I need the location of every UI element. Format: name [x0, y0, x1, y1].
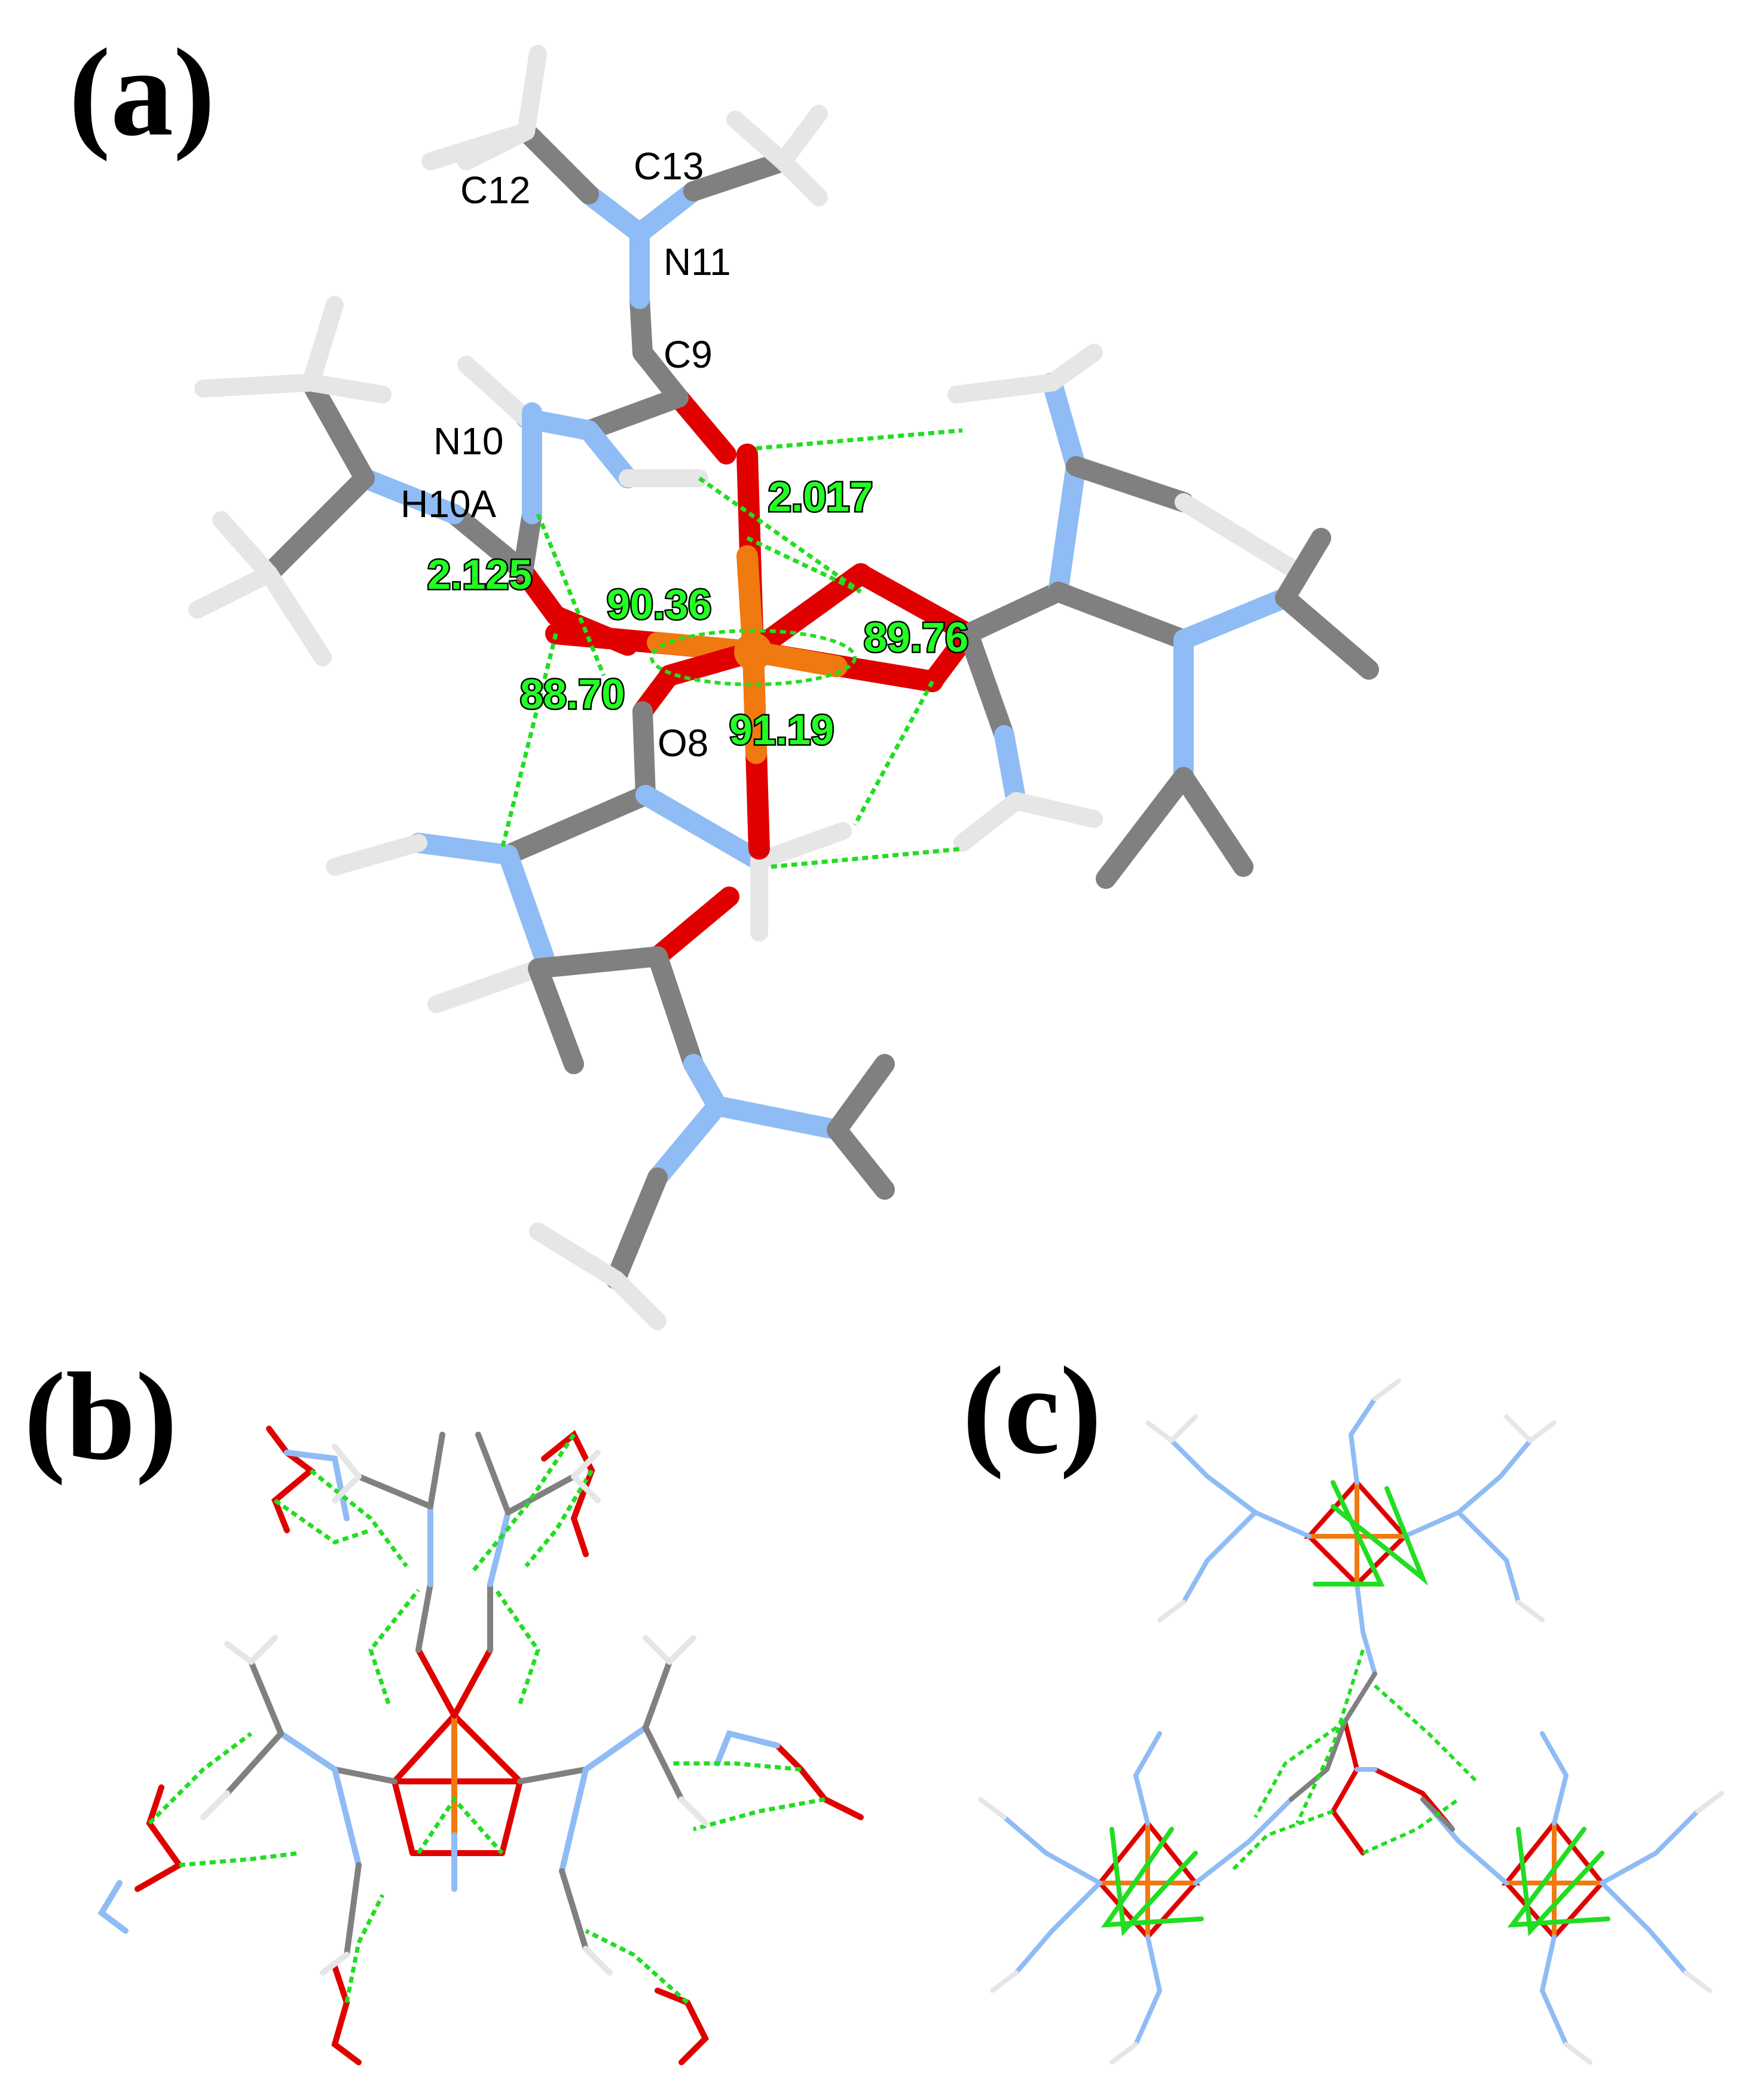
bond-length-label: 2.125	[427, 551, 532, 598]
complex-top	[1169, 1396, 1533, 1676]
ligand-top	[421, 45, 828, 488]
panel-c-label: (c)	[962, 1341, 1102, 1480]
complex-right	[1420, 1731, 1700, 2047]
atom-label-c12: C12	[460, 169, 530, 212]
bond-length-label: 2.017	[768, 473, 873, 520]
panel-c: (c)	[962, 1341, 1724, 2065]
atom-label-h10a: H10A	[401, 482, 496, 525]
bond-angle-label: 89.76	[864, 614, 968, 661]
atom-label-n10: N10	[433, 420, 503, 463]
panel-b: (b)	[24, 1347, 864, 2065]
panel-b-network	[97, 1426, 864, 2065]
ligand-bottom	[326, 665, 895, 1330]
panel-c-network	[978, 1378, 1724, 2065]
nitrate-bridge	[1289, 1671, 1455, 1855]
bond-angle-label: 91.19	[729, 707, 834, 753]
hydrogen-bonds-a	[500, 428, 963, 869]
panel-a-label: (a)	[69, 23, 215, 162]
atom-label-o8: O8	[658, 722, 708, 765]
complex-left	[1002, 1731, 1294, 2047]
bond-angle-label: 90.36	[607, 581, 711, 628]
panel-a: (a)	[69, 23, 1379, 1330]
bond-angle-label: 88.70	[520, 671, 625, 717]
ligand-right	[851, 344, 1379, 889]
panel-b-label: (b)	[24, 1347, 178, 1486]
atom-label-n11: N11	[664, 240, 731, 283]
panel-a-molecule: C12 C13 N11 C9 N10 H10A O8 2.017 2.125 9…	[188, 45, 1379, 1330]
ligand-left	[188, 296, 638, 667]
atom-label-c13: C13	[634, 145, 704, 188]
atom-label-c9: C9	[664, 333, 713, 376]
